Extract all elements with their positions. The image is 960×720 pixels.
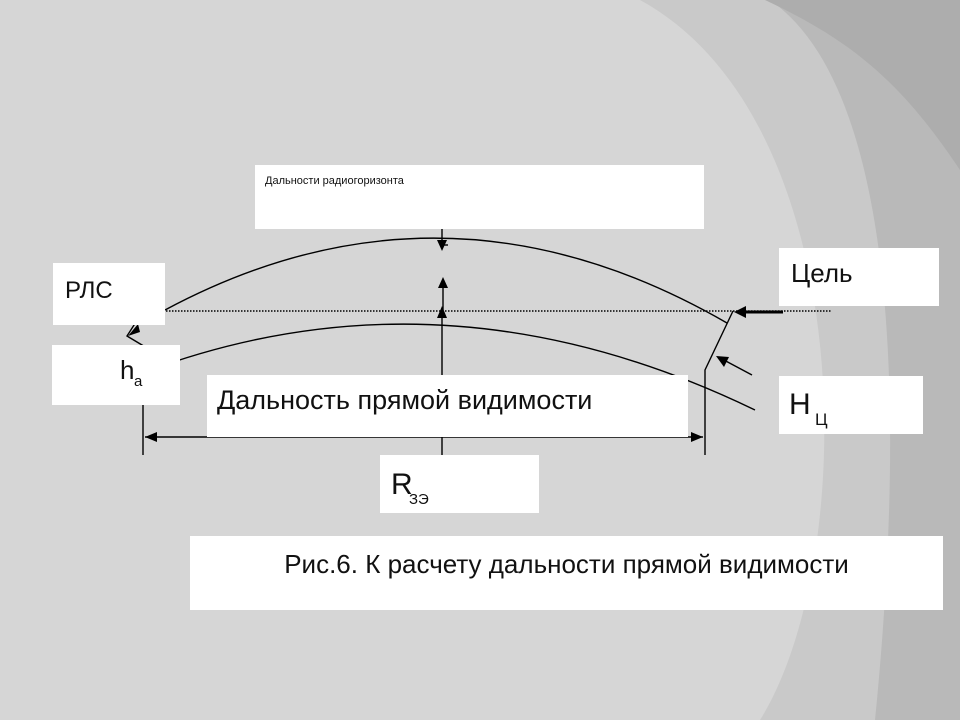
height-pointer-line: [721, 358, 753, 376]
earth-surface-arc: [144, 323, 756, 411]
antenna-height-label-box: h a: [52, 345, 180, 405]
radar-label: РЛС: [65, 277, 113, 304]
earth-radius-symbol: R: [391, 468, 413, 501]
radar-top-arrow: [128, 324, 140, 336]
antenna-height-subscript: a: [134, 373, 143, 390]
earth-radius-arrow-head: [437, 306, 447, 318]
target-arrow-head: [734, 306, 746, 318]
antenna-height-symbol: h: [120, 355, 135, 385]
target-height-subscript: Ц: [815, 410, 828, 429]
horizon-arrow-head: [437, 240, 447, 251]
line-of-sight-range-label: Дальность прямой видимости: [217, 385, 593, 415]
earth-radius-subscript: ЗЭ: [409, 491, 429, 508]
arc-pointer-arrow-head: [438, 277, 448, 288]
range-arrow-left: [145, 432, 157, 442]
range-arrow-right: [691, 432, 703, 442]
horizon-range-label: Дальности радиогоризонта: [265, 175, 404, 187]
target-mast-mark: [704, 310, 734, 455]
radio-horizon-arc: [164, 237, 728, 324]
radar-label-box: РЛС: [53, 263, 165, 325]
height-arrow-head: [716, 356, 729, 367]
earth-radius-label-box: R ЗЭ: [380, 455, 539, 513]
target-height-label-box: H Ц: [779, 376, 923, 434]
target-label-box: Цель: [779, 248, 939, 306]
figure-caption-box: Рис.6. К расчету дальности прямой видимо…: [190, 536, 943, 610]
line-of-sight-range-label-box: Дальность прямой видимости: [207, 375, 688, 437]
horizon-range-label-box: Дальности радиогоризонта: [255, 165, 704, 229]
target-label: Цель: [791, 258, 853, 288]
target-height-symbol: H: [789, 388, 811, 421]
figure-caption: Рис.6. К расчету дальности прямой видимо…: [284, 549, 849, 579]
